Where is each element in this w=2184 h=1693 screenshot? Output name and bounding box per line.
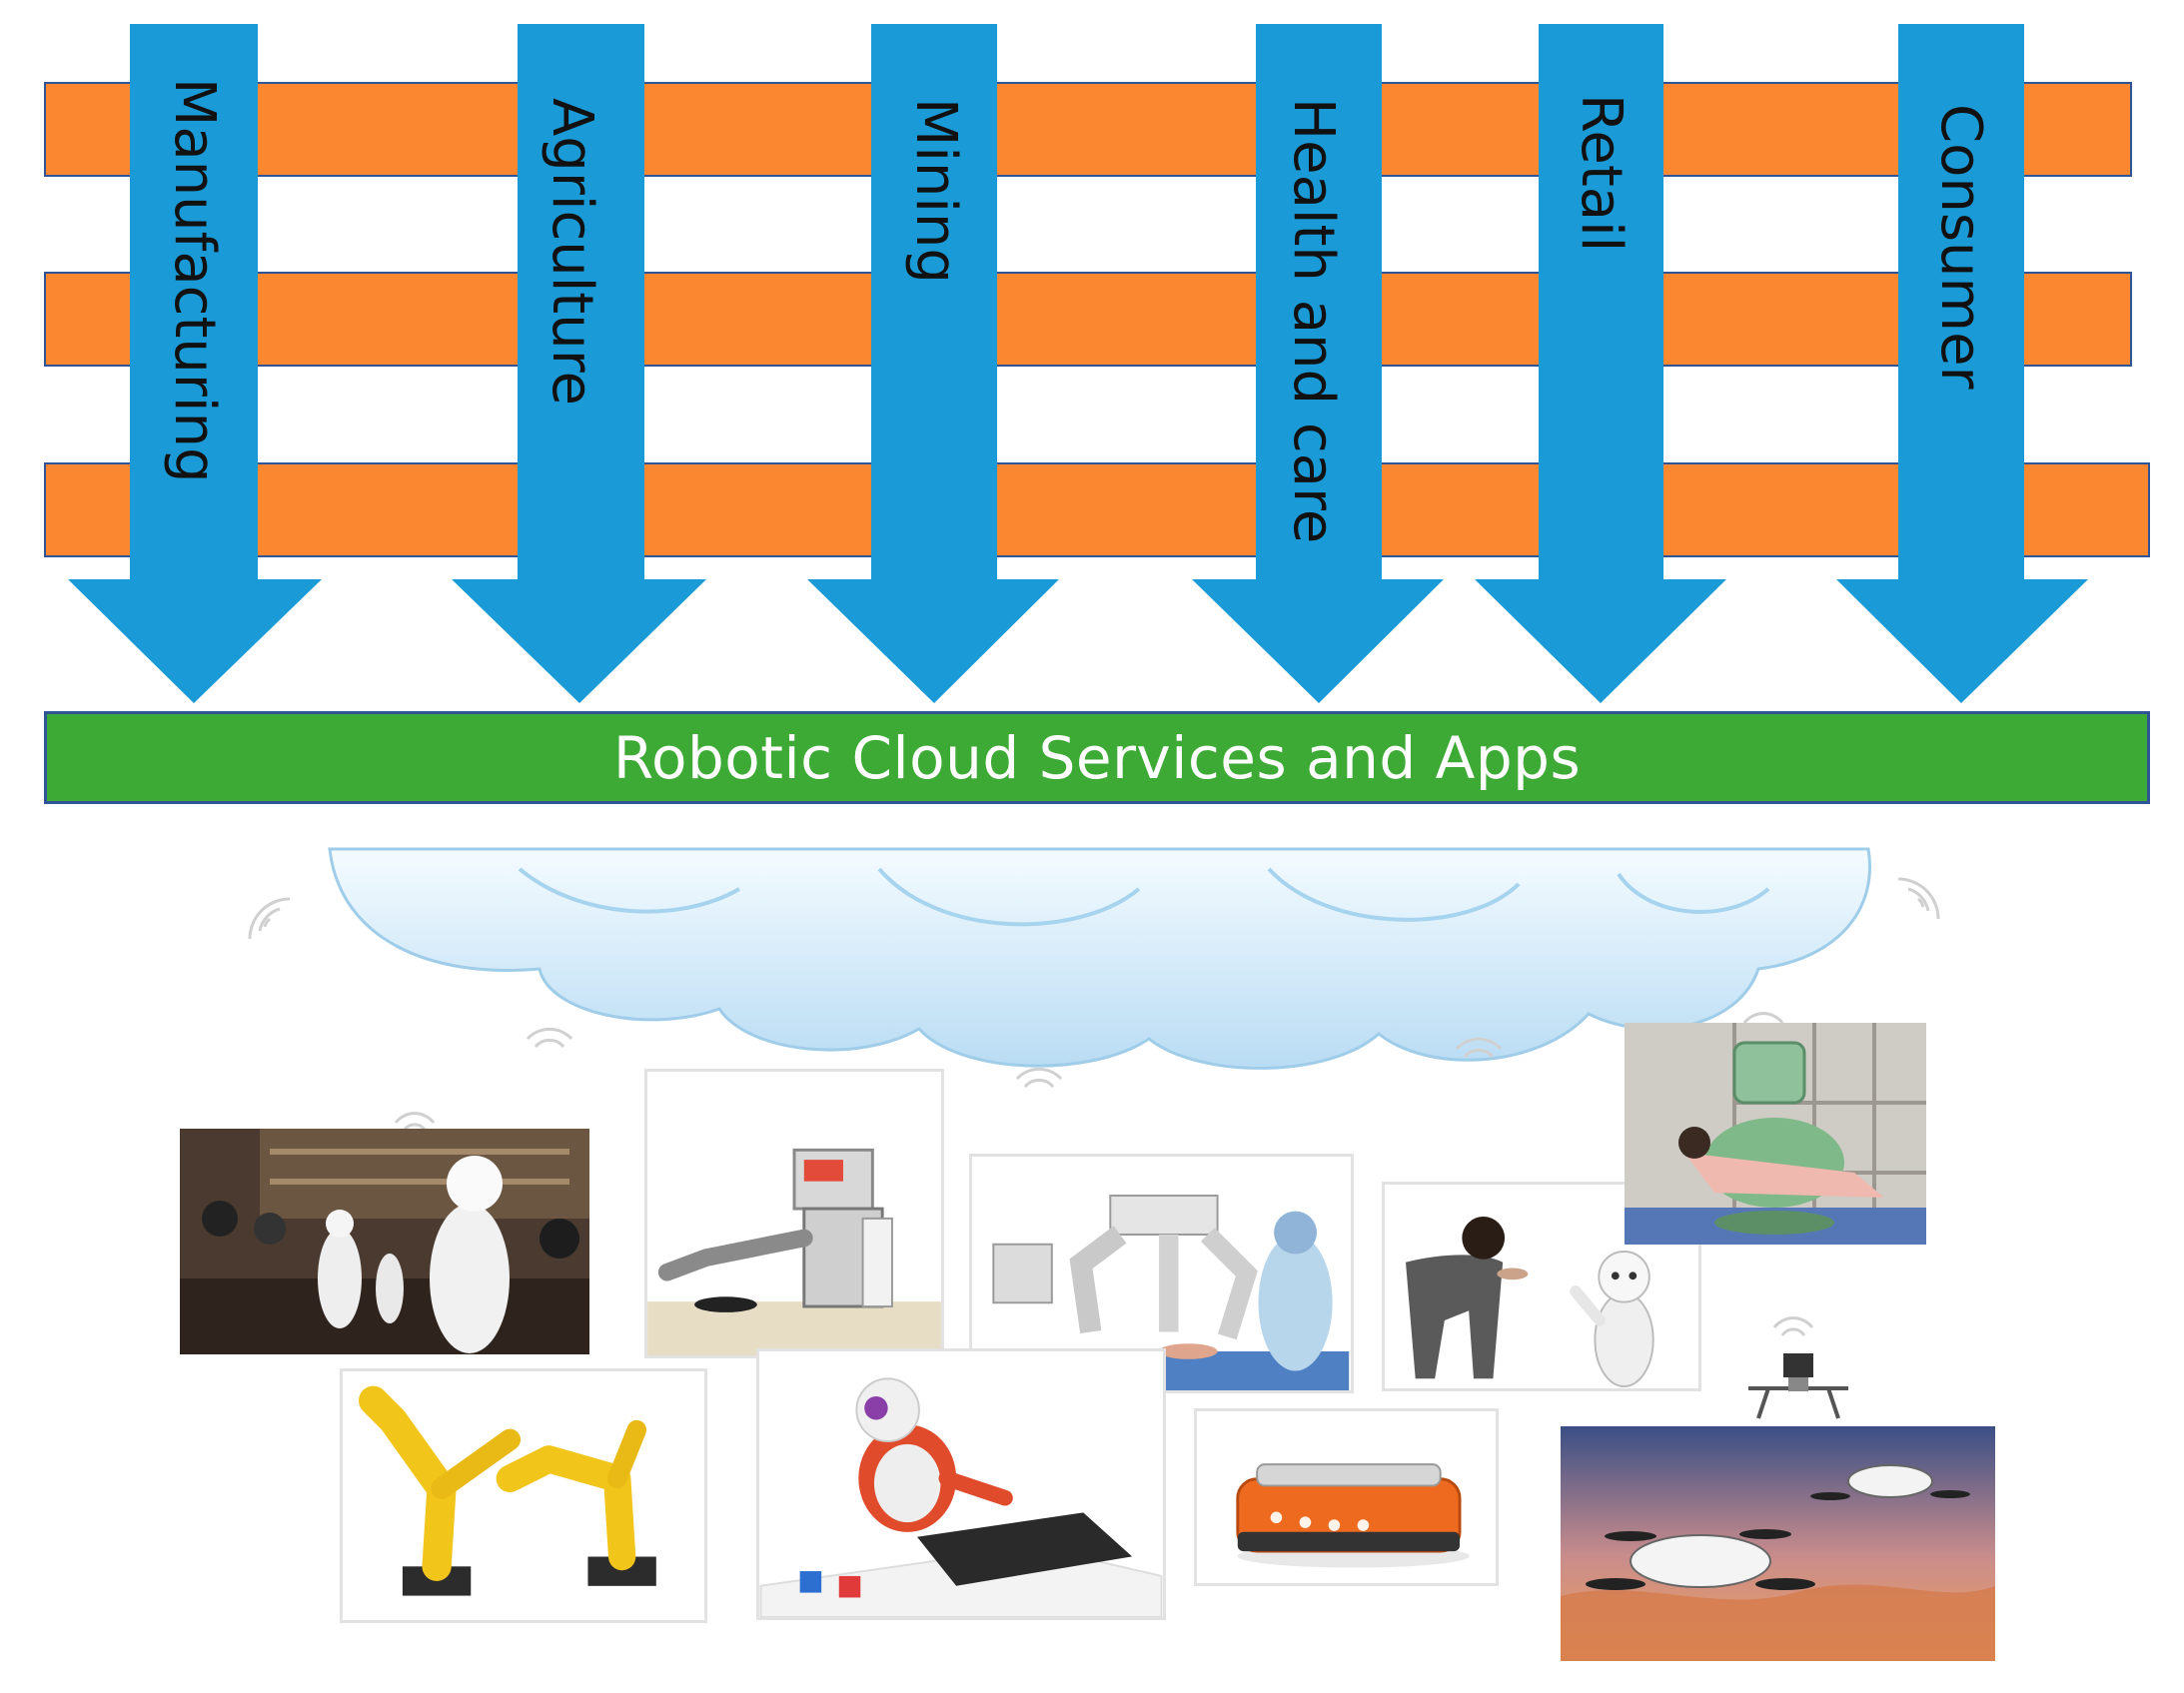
wifi-signal-icon: [1455, 1037, 1503, 1059]
sector-arrow-consumer: [1836, 24, 2088, 703]
orange-band-top: [44, 82, 2132, 177]
wifi-signal-icon: [1897, 877, 1940, 920]
platform-label: Robotic Cloud Services and Apps: [612, 723, 1582, 792]
wifi-signal-icon: [248, 897, 291, 940]
orange-band-bottom: [44, 462, 2150, 557]
photo-warehouse-drive-robot: [1194, 1408, 1499, 1586]
photo-patient-lifting-robot: [1625, 1023, 1926, 1245]
wifi-signal-icon: [1015, 1067, 1063, 1089]
sector-label-manufacturing: Manufacturing: [162, 78, 227, 483]
sector-label-health-and-care: Health and care: [1281, 98, 1346, 544]
sector-arrow-agriculture: [452, 24, 706, 703]
photo-industrial-robot-arms: [340, 1368, 707, 1623]
robotic-cloud-services-bar: Robotic Cloud Services and Apps: [44, 711, 2150, 804]
orange-band-middle: [44, 272, 2132, 367]
photo-passenger-drones: [1561, 1426, 1995, 1661]
sector-label-retail: Retail: [1569, 94, 1634, 253]
sector-arrow-health-and-care: [1192, 24, 1444, 703]
sector-label-agriculture: Agriculture: [540, 98, 604, 406]
wifi-signal-icon: [526, 1027, 573, 1049]
wifi-signal-icon: [1772, 1316, 1814, 1336]
photo-cafe-service-robots: [180, 1129, 589, 1354]
cloud-shape: [328, 847, 1871, 1070]
sector-arrow-manufacturing: [68, 24, 322, 703]
sector-arrow-mining: [807, 24, 1059, 703]
sector-arrow-retail: [1475, 24, 1726, 703]
photo-small-humanoid-robot: [756, 1348, 1166, 1620]
sector-label-consumer: Consumer: [1928, 104, 1993, 390]
quadcopter-icon: [1748, 1353, 1848, 1419]
sector-label-mining: Mining: [903, 98, 968, 284]
photo-kitchen-cooking-robot: [644, 1069, 944, 1358]
